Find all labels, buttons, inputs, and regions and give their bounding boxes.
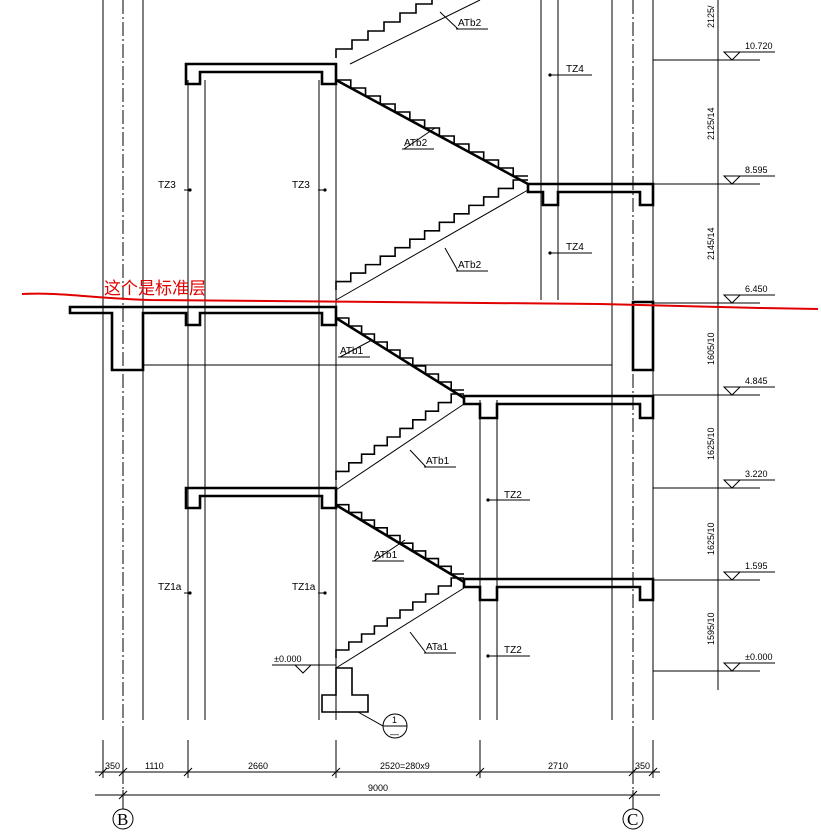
axis-C-label: C [627, 810, 638, 829]
stair-flight-5 [335, 497, 465, 584]
stair-flight-3 [335, 310, 465, 400]
column-label: TZ3 [158, 180, 192, 192]
standard-floor-note: 这个是标准层 [104, 279, 206, 299]
elevation-mark: 6.450 [722, 284, 775, 304]
horizontal-dim-text: 350 [635, 761, 650, 771]
stair-label-text: ATb1 [374, 550, 398, 561]
column-label: TZ4 [548, 64, 592, 77]
elevation-marks: 10.720 8.595 6.450 4.845 3.220 1.595 ±0.000 [722, 41, 775, 672]
stair-flight-4 [335, 393, 465, 491]
stair-flight-2 [335, 179, 529, 301]
stair-label-text: ATb2 [458, 18, 482, 29]
stair-label-text: ATb2 [404, 138, 428, 149]
horizontal-dim-text: 2710 [548, 761, 568, 771]
horizontal-dim-text: 2660 [248, 761, 268, 771]
overall-dim-text: 9000 [368, 783, 388, 793]
stair-flight-1 [335, 72, 529, 186]
elevation-mark: 8.595 [722, 165, 775, 185]
column-label-text: TZ1a [292, 582, 316, 593]
horizontal-dim-text: 350 [105, 761, 120, 771]
detail-sheet: — [390, 729, 399, 739]
column-label-text: TZ4 [566, 64, 584, 75]
ground-level-mark: ±0.000 [272, 654, 336, 674]
stair-label: ATb2 [444, 247, 488, 272]
horizontal-dim-text: 1110 [145, 761, 164, 771]
column-label-text: TZ1a [158, 582, 182, 593]
landings [68, 62, 655, 713]
stair-flights [335, 0, 529, 669]
column-label: TZ1a [158, 582, 192, 595]
elevation-value: ±0.000 [745, 652, 772, 662]
floor-height-text: 2145/14 [706, 227, 716, 260]
elevation-value: 6.450 [745, 284, 768, 294]
structure-lines [102, 0, 654, 800]
stair-label: ATb1 [372, 539, 406, 562]
floor-height-text: 1625/10 [706, 522, 716, 555]
column-label-text: TZ2 [504, 645, 522, 656]
detail-number: 1 [392, 715, 397, 725]
floor-height-text: 2125/ [706, 5, 716, 28]
elevation-mark: 10.720 [722, 41, 775, 61]
column-label: TZ2 [486, 645, 530, 658]
column-label-text: TZ4 [566, 242, 584, 253]
column-label: TZ2 [486, 490, 530, 502]
stair-label: ATb1 [409, 449, 456, 468]
floor-height-dims: 2125/2125/14 2145/14 1605/10 1625/10 1625/10… [706, 5, 716, 645]
axis-B-label: B [117, 810, 128, 829]
stair-flight-6 [335, 577, 465, 669]
floor-height-text: 1625/10 [706, 427, 716, 460]
column-label: TZ3 [292, 180, 327, 192]
stair-label-text: ATa1 [426, 642, 448, 653]
floor-height-text: 1605/10 [706, 332, 716, 365]
ground-level-text: ±0.000 [274, 654, 301, 664]
stair-label: ATb1 [338, 339, 373, 358]
elevation-value: 8.595 [745, 165, 768, 175]
stair-flight-top [335, 0, 481, 65]
elevation-mark: ±0.000 [722, 652, 775, 672]
axis-bubbles: B C [112, 808, 644, 830]
floor-height-text: 1595/10 [706, 612, 716, 645]
horizontal-dim-text: 2520=280x9 [380, 761, 430, 771]
elevation-value: 4.845 [745, 376, 768, 386]
column-label-text: TZ2 [504, 490, 522, 501]
stair-label: ATb2 [402, 127, 436, 150]
elevation-value: 3.220 [745, 469, 768, 479]
stair-label-text: ATb1 [426, 456, 450, 467]
elevation-mark: 4.845 [722, 376, 775, 396]
elevation-mark: 1.595 [722, 561, 775, 581]
floor-height-text: 2125/14 [706, 107, 716, 140]
column-label-text: TZ3 [292, 180, 310, 191]
red-annotation: 这个是标准层 [21, 279, 819, 310]
elevation-value: 10.720 [745, 41, 773, 51]
stair-label-text: ATb1 [340, 346, 364, 357]
horizontal-dimensions: 350 1110 2660 2520=280x9 2710 350 9000 [95, 740, 660, 809]
column-label: TZ4 [548, 242, 592, 255]
stair-label-text: ATb2 [458, 260, 482, 271]
column-label-text: TZ3 [158, 180, 176, 191]
elevation-value: 1.595 [745, 561, 768, 571]
stair-label: ATb2 [439, 11, 488, 30]
stair-label: ATa1 [409, 631, 456, 654]
column-label: TZ1a [292, 582, 327, 595]
elevation-mark: 3.220 [722, 469, 775, 489]
detail-callout: 1 — [357, 711, 408, 739]
level-lines [653, 0, 760, 690]
